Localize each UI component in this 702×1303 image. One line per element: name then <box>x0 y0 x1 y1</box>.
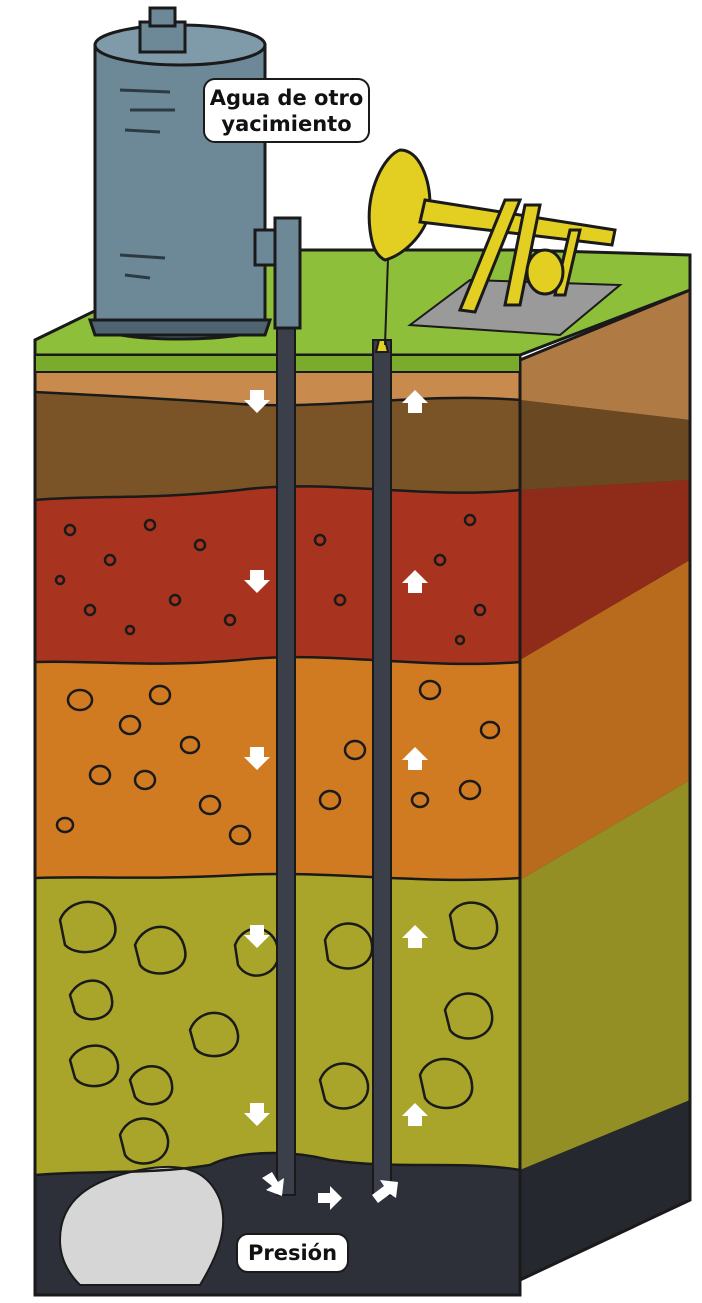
water-source-label-line2: yacimiento <box>221 111 351 137</box>
water-source-label: Agua de otro yacimiento <box>203 78 370 143</box>
block-side-face <box>520 290 690 1280</box>
pressure-label: Presión <box>236 1233 349 1273</box>
pressure-label-text: Presión <box>248 1241 337 1265</box>
water-source-label-line1: Agua de otro <box>210 85 364 111</box>
production-well-pipe <box>373 340 391 1195</box>
injection-well-pipe <box>277 325 295 1195</box>
